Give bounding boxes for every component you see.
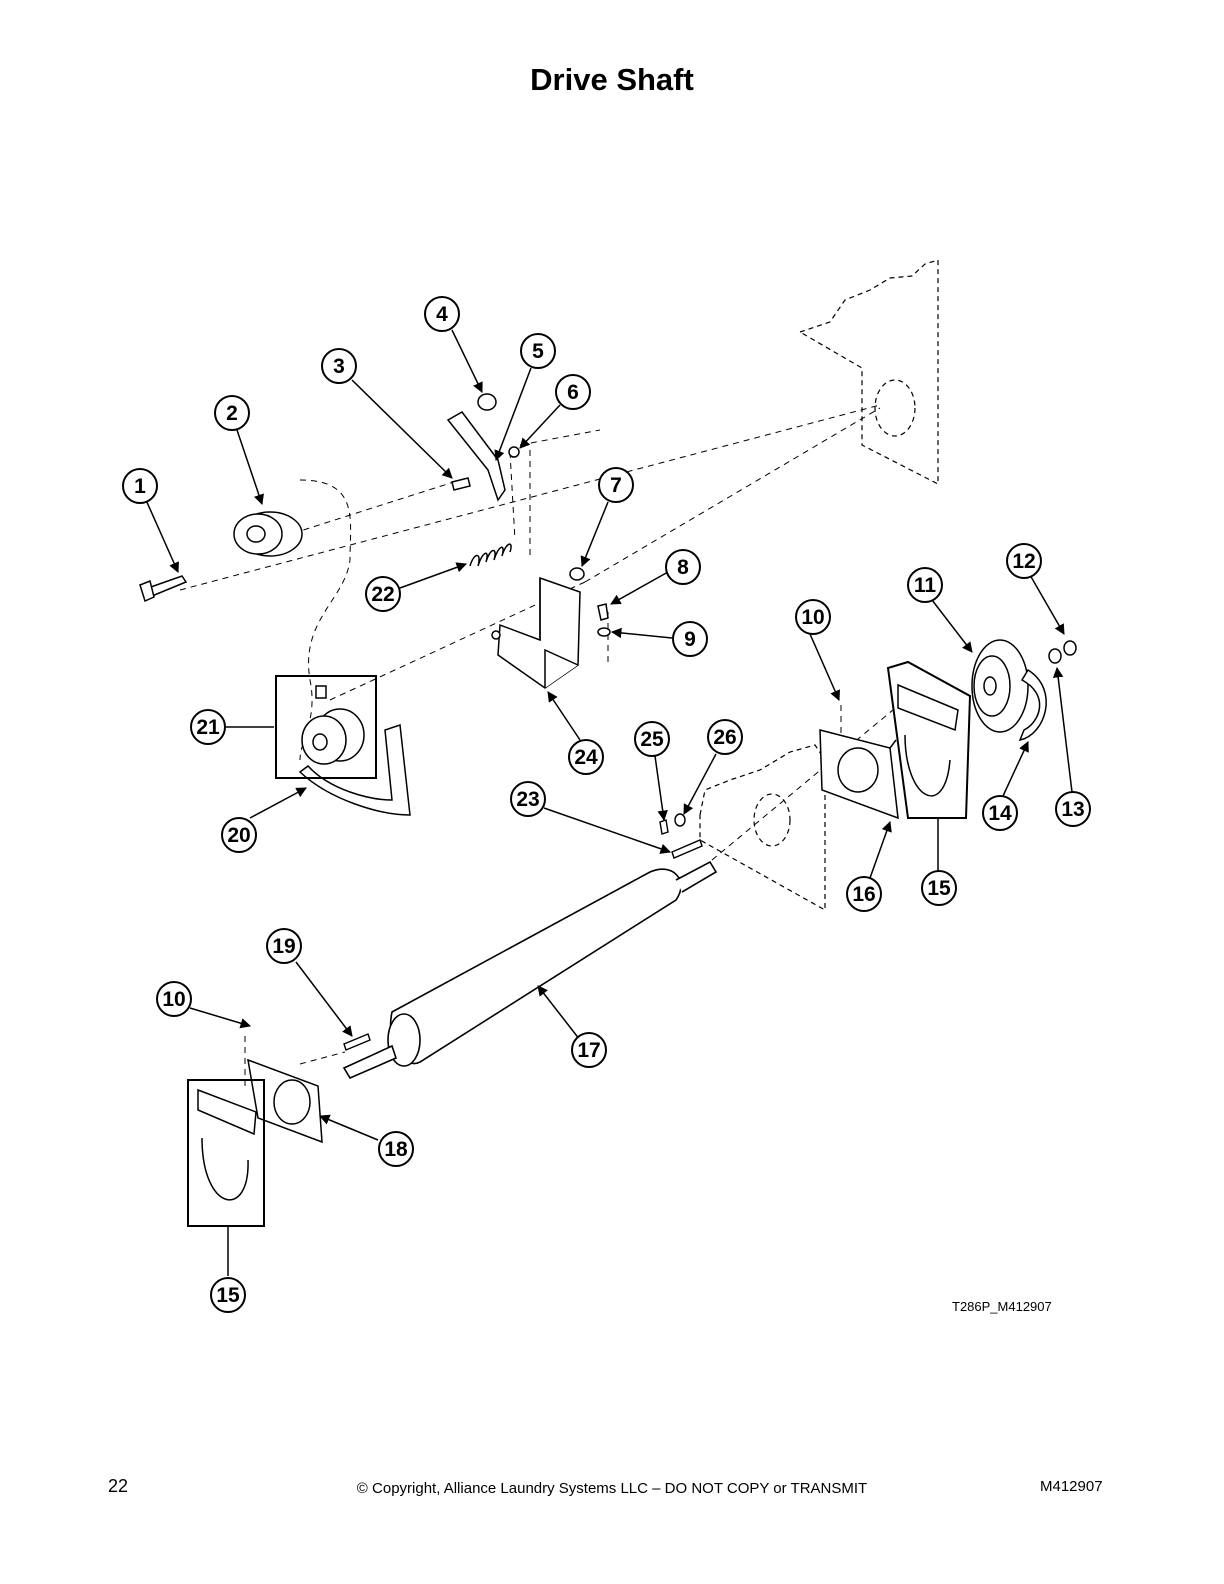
callout-7: 7 bbox=[598, 467, 634, 503]
svg-text:5: 5 bbox=[532, 340, 544, 363]
callout-23: 23 bbox=[510, 781, 546, 817]
svg-text:8: 8 bbox=[677, 556, 689, 579]
part-bearing-plate-left bbox=[247, 1058, 323, 1144]
part-bearing-plate-right bbox=[819, 729, 899, 820]
page-title: Drive Shaft bbox=[530, 62, 694, 97]
svg-text:24: 24 bbox=[574, 746, 598, 769]
frame-right-section bbox=[699, 744, 826, 912]
svg-text:6: 6 bbox=[567, 381, 579, 404]
part-nut-washer-right bbox=[1048, 640, 1077, 664]
part-idler-pulley bbox=[233, 511, 303, 557]
callout-8: 8 bbox=[665, 549, 701, 585]
svg-text:10: 10 bbox=[162, 988, 185, 1011]
leader-lines bbox=[145, 329, 1073, 1276]
callout-25: 25 bbox=[634, 721, 670, 757]
part-drive-shaft bbox=[342, 860, 718, 1080]
svg-text:13: 13 bbox=[1061, 798, 1084, 821]
callout-13: 13 bbox=[1055, 791, 1091, 827]
svg-text:14: 14 bbox=[988, 802, 1012, 825]
svg-text:1: 1 bbox=[134, 475, 146, 498]
callout-12: 12 bbox=[1006, 543, 1042, 579]
callout-21: 21 bbox=[190, 709, 226, 745]
figure-code: T286P_M412907 bbox=[952, 1299, 1052, 1314]
callout-5: 5 bbox=[520, 333, 556, 369]
svg-text:7: 7 bbox=[610, 474, 622, 497]
part-spring bbox=[469, 543, 512, 567]
callout-14: 14 bbox=[982, 795, 1018, 831]
svg-text:22: 22 bbox=[371, 583, 394, 606]
callout-9: 9 bbox=[672, 621, 708, 657]
callout-1: 1 bbox=[122, 468, 158, 504]
svg-text:26: 26 bbox=[713, 726, 736, 749]
part-bracket bbox=[491, 576, 581, 689]
copyright-notice: © Copyright, Alliance Laundry Systems LL… bbox=[356, 1480, 868, 1497]
svg-text:12: 12 bbox=[1012, 550, 1035, 573]
part-keys bbox=[343, 839, 703, 1051]
callout-2: 2 bbox=[214, 395, 250, 431]
callout-18: 18 bbox=[378, 1131, 414, 1167]
page-number: 22 bbox=[108, 1476, 129, 1496]
svg-text:10: 10 bbox=[801, 606, 824, 629]
svg-text:21: 21 bbox=[196, 716, 220, 739]
callout-19: 19 bbox=[266, 928, 302, 964]
svg-text:2: 2 bbox=[226, 402, 238, 425]
callout-10-right: 10 bbox=[795, 599, 831, 635]
callouts: 1 2 3 4 5 6 7 8 9 10 11 12 13 14 15 16 1… bbox=[122, 296, 1091, 1313]
part-bearing-ubolt-right bbox=[886, 660, 972, 819]
svg-text:15: 15 bbox=[927, 877, 951, 900]
callout-15-right: 15 bbox=[921, 870, 957, 906]
part-large-pulley bbox=[971, 639, 1029, 733]
part-bolt bbox=[139, 575, 188, 603]
svg-text:25: 25 bbox=[640, 728, 664, 751]
callout-22: 22 bbox=[365, 576, 401, 612]
svg-text:19: 19 bbox=[272, 935, 295, 958]
callout-6: 6 bbox=[555, 374, 591, 410]
document-number: M412907 bbox=[1040, 1478, 1103, 1495]
part-bearing-ubolt-left bbox=[187, 1079, 265, 1227]
callout-16: 16 bbox=[846, 876, 882, 912]
svg-text:9: 9 bbox=[684, 628, 696, 651]
part-idler-arm bbox=[446, 393, 520, 502]
callout-17: 17 bbox=[571, 1032, 607, 1068]
part-drive-pulley bbox=[275, 675, 377, 779]
svg-text:4: 4 bbox=[436, 303, 448, 326]
svg-text:17: 17 bbox=[577, 1039, 600, 1062]
callout-15-left: 15 bbox=[210, 1277, 246, 1313]
callout-24: 24 bbox=[568, 739, 604, 775]
callout-3: 3 bbox=[321, 348, 357, 384]
callout-10-left: 10 bbox=[156, 981, 192, 1017]
callout-4: 4 bbox=[424, 296, 460, 332]
callout-11: 11 bbox=[907, 567, 943, 603]
callout-20: 20 bbox=[221, 817, 257, 853]
part-screw-washer bbox=[597, 603, 611, 637]
part-toothed-belt bbox=[1018, 668, 1047, 742]
svg-text:15: 15 bbox=[216, 1284, 240, 1307]
svg-text:16: 16 bbox=[852, 883, 875, 906]
svg-text:23: 23 bbox=[516, 788, 539, 811]
svg-text:3: 3 bbox=[333, 355, 345, 378]
callout-26: 26 bbox=[707, 719, 743, 755]
frame-panel bbox=[799, 259, 939, 485]
part-nut bbox=[569, 567, 585, 581]
part-belt bbox=[298, 723, 411, 816]
svg-text:20: 20 bbox=[227, 824, 250, 847]
svg-text:18: 18 bbox=[384, 1138, 408, 1161]
assembly-centerlines bbox=[179, 404, 906, 1090]
svg-text:11: 11 bbox=[914, 574, 937, 597]
